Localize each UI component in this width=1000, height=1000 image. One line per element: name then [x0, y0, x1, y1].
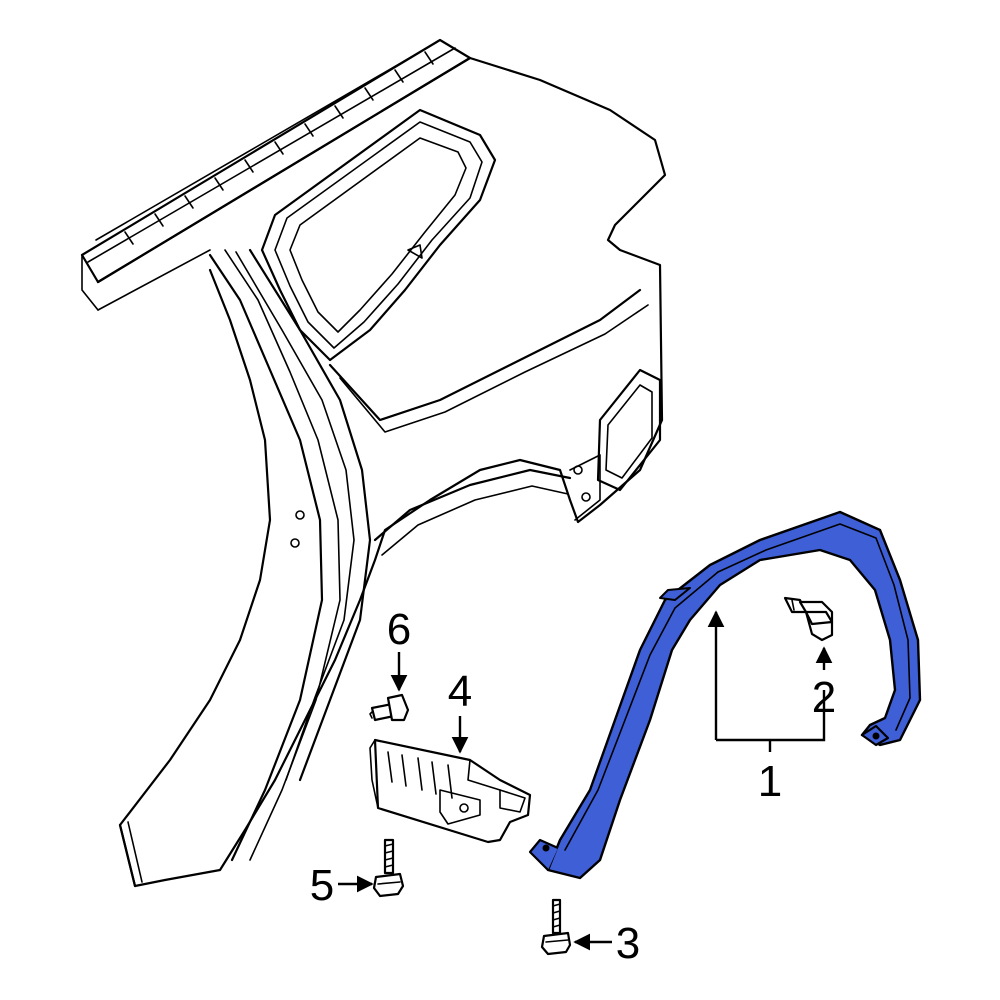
- wheel-opening-molding[interactable]: [528, 510, 922, 880]
- callout-5: 5: [310, 861, 334, 910]
- bolt-5[interactable]: [372, 838, 405, 898]
- push-pin[interactable]: [369, 693, 410, 722]
- callout-4: 4: [448, 667, 472, 716]
- callout-2: 2: [812, 673, 836, 722]
- callout-1: 1: [758, 757, 782, 806]
- callout-labels: 1 2 3 4 5 6: [310, 605, 836, 968]
- leader-lines: [338, 610, 833, 951]
- bolt-3[interactable]: [540, 898, 572, 956]
- callout-3: 3: [616, 919, 640, 968]
- mounting-bracket[interactable]: [369, 738, 532, 844]
- quarter-panel: [80, 38, 667, 888]
- retainer-clip[interactable]: [783, 596, 834, 642]
- callout-6: 6: [387, 605, 411, 654]
